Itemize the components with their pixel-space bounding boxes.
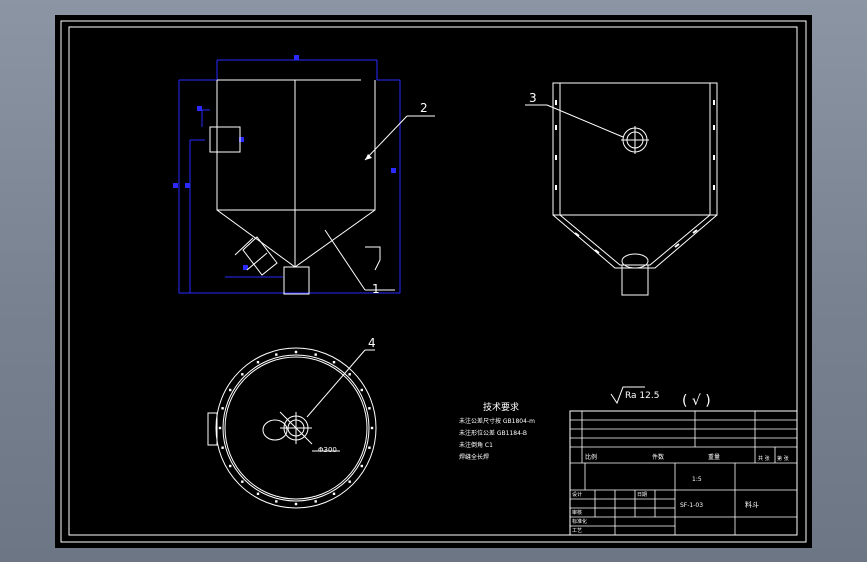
tb-part-name: 料斗 — [745, 500, 759, 509]
bolt-hole — [241, 373, 244, 376]
bolt-hole — [275, 500, 278, 503]
bolt-hole — [348, 373, 351, 376]
side-outlet — [621, 264, 649, 296]
bolt-hole — [221, 446, 224, 449]
outer-frame — [60, 20, 807, 543]
tb-process: 工艺 — [572, 528, 582, 534]
leader-1 — [365, 246, 381, 271]
bolt-hole — [229, 388, 232, 392]
balloon-3: 3 — [529, 91, 537, 105]
tb-checker: 审核 — [572, 509, 582, 516]
bolt-hole — [360, 388, 363, 392]
tb-sheet-no: 第 张 — [777, 455, 789, 462]
surface-finish: Ra 12.5 ( √ ) — [610, 386, 711, 409]
bolt-hole — [221, 407, 224, 410]
inner-frame — [68, 26, 798, 536]
top-view-inlet — [207, 412, 218, 446]
bolt-hole — [256, 361, 260, 364]
bolt-hole — [314, 500, 317, 503]
bolt-hole — [370, 426, 374, 430]
technical-requirements: 技术要求 未注公差尺寸按 GB1804-m 未注形位公差 GB1184-B 未注… — [459, 401, 535, 461]
cad-drawing: 1 2 3 — [60, 20, 807, 543]
tb-standard: 标准化 — [572, 518, 587, 525]
tb-sheets: 共 张 — [758, 455, 770, 462]
angled-nozzle — [242, 236, 278, 276]
tech-req-line-2: 未注形位公差 GB1184-B — [459, 429, 527, 437]
bolt-hole — [229, 464, 232, 468]
tb-weight-label: 重量 — [708, 453, 720, 461]
front-view — [173, 55, 401, 295]
roughness-label: Ra 12.5 — [625, 391, 659, 401]
drawing-viewport[interactable]: 1 2 3 — [55, 15, 812, 548]
dimension-diameter: Φ300 — [318, 446, 337, 454]
tb-scale-value: 1:5 — [692, 476, 702, 483]
bolt-hole — [256, 492, 260, 495]
top-view — [207, 347, 377, 509]
bolt-hole — [332, 492, 336, 495]
front-view-dimensions — [173, 55, 401, 294]
bolt-hole — [314, 353, 317, 356]
tb-designer: 设计 — [572, 491, 582, 498]
hopper-body-outline — [216, 80, 376, 268]
tech-req-line-3: 未注倒角 C1 — [459, 441, 493, 449]
roughness-other: ( √ ) — [682, 393, 711, 409]
side-inlet — [209, 126, 241, 153]
balloon-4: 4 — [368, 336, 376, 350]
title-block: 比例 件数 重量 共 张 第 张 1:5 料斗 SF-1-03 设计 审核 标准… — [569, 410, 798, 536]
balloon-2: 2 — [420, 101, 428, 115]
bolt-hole — [360, 464, 363, 468]
bolt-hole — [348, 480, 351, 483]
bolt-hole — [218, 426, 222, 430]
tech-req-title: 技术要求 — [483, 401, 519, 413]
bolt-hole — [368, 407, 371, 410]
bolt-hole — [332, 361, 336, 364]
tb-date: 日期 — [637, 492, 647, 498]
bolt-hole — [294, 350, 298, 354]
bolt-hole — [241, 480, 244, 483]
tb-count-label: 件数 — [652, 453, 664, 461]
bolt-hole — [294, 502, 298, 506]
tb-scale-label: 比例 — [585, 453, 597, 461]
tech-req-line-4: 焊缝全长焊 — [459, 453, 489, 461]
bolt-hole — [368, 446, 371, 449]
bolt-hole — [275, 353, 278, 356]
outlet-spout — [283, 266, 310, 295]
tb-drawing-code: SF-1-03 — [680, 502, 703, 509]
side-view — [552, 82, 718, 296]
tech-req-line-1: 未注公差尺寸按 GB1804-m — [459, 417, 535, 425]
balloon-1: 1 — [372, 282, 380, 296]
